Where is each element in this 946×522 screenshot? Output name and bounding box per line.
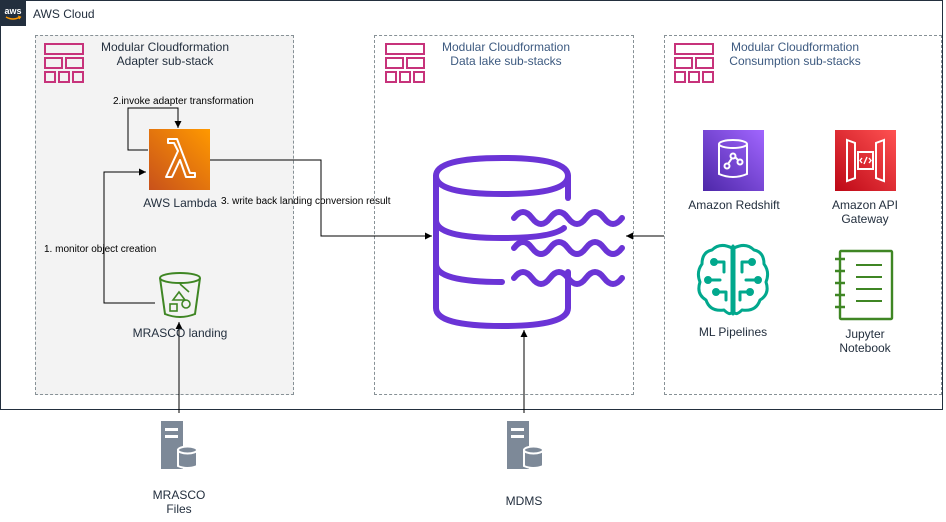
consumption-stack-title-line2: Consumption sub-stacks	[729, 54, 861, 68]
notebook-icon	[835, 249, 894, 321]
s3-bucket-icon	[159, 272, 201, 318]
consumption-stack-title: Modular Cloudformation Consumption sub-s…	[715, 40, 875, 68]
cloudformation-stack-icon	[674, 43, 714, 83]
lake-stack-title: Modular Cloudformation Data lake sub-sta…	[426, 40, 586, 68]
adapter-sub-stack	[35, 35, 294, 395]
server-icon	[507, 421, 544, 469]
server-icon	[161, 421, 198, 469]
mrasco-files-label: MRASCO Files	[119, 488, 239, 516]
api-gateway-label-line1: Amazon API	[831, 198, 899, 212]
lambda-icon	[149, 129, 210, 190]
landing-label: MRASCO landing	[132, 326, 228, 340]
consumption-sub-stack	[664, 35, 942, 395]
api-gateway-label: Amazon API Gateway	[805, 198, 925, 226]
mdms-label: MDMS	[505, 494, 543, 508]
ml-pipelines-label: ML Pipelines	[698, 325, 768, 339]
consumption-stack-title-line1: Modular Cloudformation	[730, 40, 860, 54]
lake-stack-title-line2: Data lake sub-stacks	[450, 54, 562, 68]
monitor-edge-label: 1. monitor object creation	[44, 244, 157, 255]
mrasco-files-label-line1: MRASCO	[152, 488, 206, 502]
redshift-label: Amazon Redshift	[688, 198, 780, 212]
lake-stack-title-line1: Modular Cloudformation	[441, 40, 571, 54]
mrasco-files-label-line2: Files	[166, 502, 192, 516]
write-back-edge-label: 3. write back landing conversion result	[221, 196, 391, 207]
cloudformation-stack-icon	[385, 43, 425, 83]
api-gateway-label-line2: Gateway	[841, 212, 889, 226]
redshift-icon	[703, 130, 764, 191]
cloudformation-stack-icon	[44, 43, 84, 83]
monitor-edge	[103, 168, 155, 304]
invoke-edge	[127, 107, 182, 151]
adapter-stack-title: Modular Cloudformation Adapter sub-stack	[85, 40, 245, 68]
sagemaker-icon	[696, 243, 770, 316]
svg-text:aws: aws	[4, 6, 21, 16]
write-back-edge	[210, 159, 432, 240]
lambda-label: AWS Lambda	[143, 196, 217, 210]
aws-cloud-title: AWS Cloud	[33, 7, 95, 21]
adapter-stack-title-line2: Adapter sub-stack	[116, 54, 214, 68]
aws-logo-icon: aws	[0, 0, 26, 26]
api-gateway-icon	[835, 130, 896, 191]
jupyter-label-line2: Notebook	[839, 341, 891, 355]
data-lake-icon	[432, 154, 625, 330]
adapter-stack-title-line1: Modular Cloudformation	[100, 40, 230, 54]
invoke-edge-label: 2.invoke adapter transformation	[113, 96, 254, 107]
aws-cloud-group	[0, 0, 943, 410]
jupyter-label-line1: Jupyter	[845, 327, 885, 341]
jupyter-label: Jupyter Notebook	[805, 327, 925, 355]
data-lake-sub-stack	[374, 35, 634, 395]
